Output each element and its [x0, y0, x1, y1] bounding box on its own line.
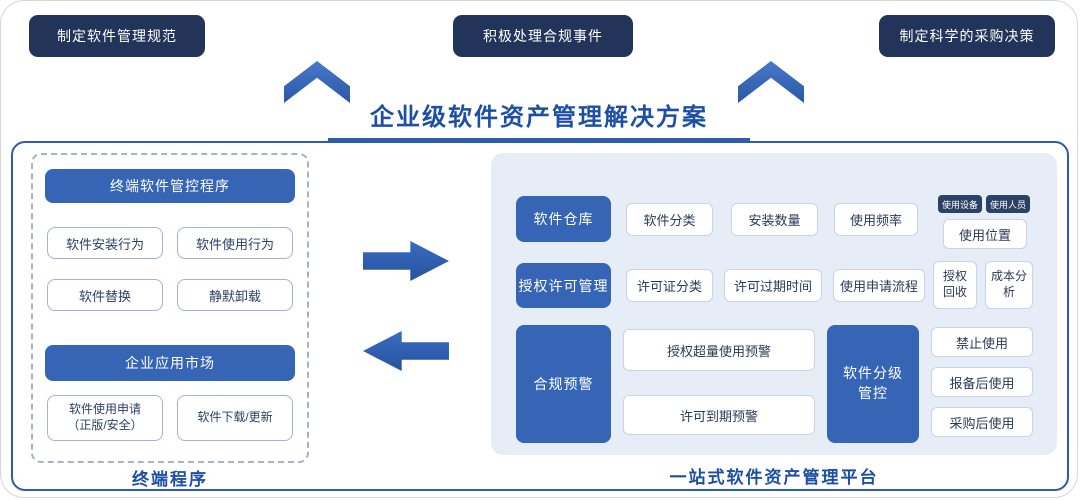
terminal-control-header: 终端软件管控程序	[45, 169, 295, 203]
node-usage-application: 软件使用申请 （正版/安全）	[47, 395, 163, 441]
node-usage-apply-flow: 使用申请流程	[833, 269, 925, 302]
node-license-classification: 许可证分类	[626, 269, 713, 302]
node-license-recovery: 授权回收	[933, 261, 977, 309]
top-box-management-standards: 制定软件管理规范	[29, 15, 205, 57]
usage-application-line1: 软件使用申请	[68, 402, 141, 417]
node-software-repository: 软件仓库	[516, 196, 611, 242]
node-usage-behavior: 软件使用行为	[177, 227, 293, 259]
node-install-count: 安装数量	[731, 203, 818, 236]
top-box-procurement-decisions: 制定科学的采购决策	[879, 15, 1055, 57]
platform-caption: 一站式软件资产管理平台	[669, 468, 879, 487]
node-download-update: 软件下载/更新	[177, 395, 293, 441]
node-usage-frequency: 使用频率	[834, 203, 918, 236]
top-box-compliance-events: 积极处理合规事件	[453, 15, 633, 57]
node-overuse-warning: 授权超量使用预警	[623, 329, 815, 371]
enterprise-app-market-header: 企业应用市场	[45, 345, 295, 381]
market-actions-row: 软件使用申请 （正版/安全） 软件下载/更新	[47, 395, 293, 441]
platform-panel: 软件仓库 软件分类 安装数量 使用频率 使用设备 使用人员 使用位置 授权许可管…	[491, 153, 1057, 455]
terminal-panel: 终端软件管控程序 软件安装行为 软件使用行为 软件替换 静默卸载 企业应用市场 …	[31, 153, 309, 463]
node-usage-location: 使用位置	[943, 219, 1027, 249]
terminal-caption: 终端程序	[132, 470, 208, 489]
node-use-after-purchase: 采购后使用	[931, 407, 1033, 437]
node-silent-uninstall: 静默卸载	[177, 279, 293, 311]
node-forbid-use: 禁止使用	[931, 327, 1033, 357]
node-software-replacement: 软件替换	[47, 279, 163, 311]
node-compliance-warning: 合规预警	[516, 325, 611, 443]
node-license-expiry-time: 许可过期时间	[724, 269, 822, 302]
tag-usage-device: 使用设备	[938, 195, 982, 213]
node-install-behavior: 软件安装行为	[47, 227, 163, 259]
page-title: 企业级软件资产管理解决方案	[328, 97, 750, 141]
node-software-classification: 软件分类	[626, 203, 713, 236]
usage-application-line2: （正版/安全）	[67, 418, 143, 432]
node-use-after-report: 报备后使用	[931, 367, 1033, 397]
terminal-behavior-grid: 软件安装行为 软件使用行为 软件替换 静默卸载	[47, 227, 293, 311]
tag-usage-person: 使用人员	[986, 195, 1030, 213]
node-cost-analysis: 成本分析	[985, 261, 1033, 309]
node-license-management: 授权许可管理	[516, 263, 611, 308]
node-software-grading-control: 软件分级管控	[827, 325, 919, 443]
node-expiry-warning: 许可到期预警	[623, 395, 815, 435]
